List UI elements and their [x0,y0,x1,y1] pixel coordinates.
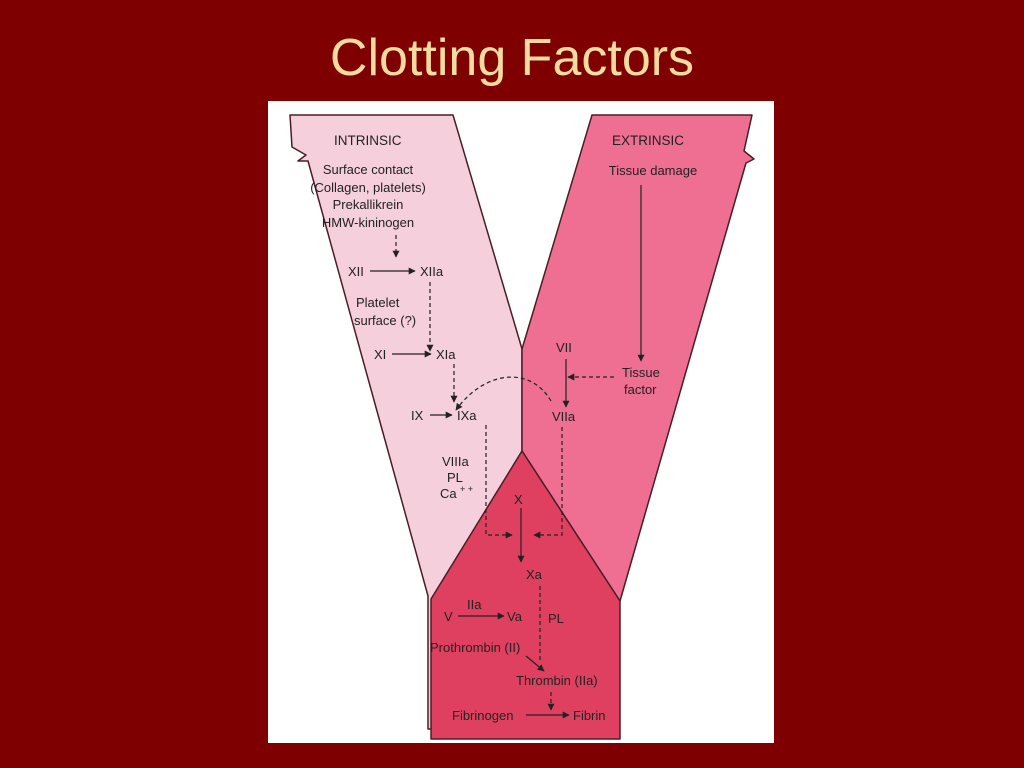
factor-vii-label: VII [556,340,572,355]
intrinsic-header: INTRINSIC [334,133,402,148]
intrinsic-trigger-line-1: Surface contact [323,162,414,177]
factor-iia-over-arrow-label: IIa [467,597,482,612]
tissue-factor-line-1: Tissue [622,365,660,380]
factor-ix-label: IX [411,408,424,423]
factor-x-label: X [514,492,523,507]
factor-xa-label: Xa [526,567,543,582]
prothrombin-label: Prothrombin (II) [430,640,520,655]
cofactor-pl-label: PL [447,470,463,485]
factor-viia-label: VIIa [552,409,576,424]
arrow-viia-to-ixa-curve [455,376,552,411]
extrinsic-header: EXTRINSIC [612,133,684,148]
cofactor-viiia-label: VIIIa [442,454,470,469]
tissue-factor-line-2: factor [624,382,657,397]
connector-viia-to-x [533,427,563,539]
arrow-prothrombin-to-thrombin [525,655,545,672]
tissue-damage-label: Tissue damage [609,163,697,178]
factor-xi-label: XI [374,347,386,362]
fibrinogen-label: Fibrinogen [452,708,513,723]
factor-va-label: Va [507,609,523,624]
slide-title: Clotting Factors [329,29,695,87]
intrinsic-trigger-line-4: HMW-kininogen [322,215,414,230]
pathway-arrows [370,185,645,719]
coagulation-cascade-figure: INTRINSIC Surface contact (Collagen, pla… [268,101,774,743]
factor-v-label: V [444,609,453,624]
factor-xii-label: XII [348,264,364,279]
phospholipid-label: PL [548,611,564,626]
factor-xiia-label: XIIa [420,264,444,279]
intrinsic-trigger-line-2: (Collagen, platelets) [310,180,426,195]
platelet-surface-line-2: surface (?) [354,313,416,328]
calcium-charge-label: + + [460,484,473,494]
intrinsic-trigger-line-3: Prekallikrein [333,197,404,212]
platelet-surface-line-1: Platelet [356,295,400,310]
common-pathway [430,450,621,740]
thrombin-label: Thrombin (IIa) [516,673,598,688]
cofactor-ca-label: Ca [440,486,457,501]
factor-xia-label: XIa [436,347,456,362]
factor-ixa-label: IXa [457,408,477,423]
coagulation-cascade-diagram: INTRINSIC Surface contact (Collagen, pla… [289,114,755,740]
fibrin-label: Fibrin [573,708,606,723]
connector-ixa-to-x [485,425,513,539]
